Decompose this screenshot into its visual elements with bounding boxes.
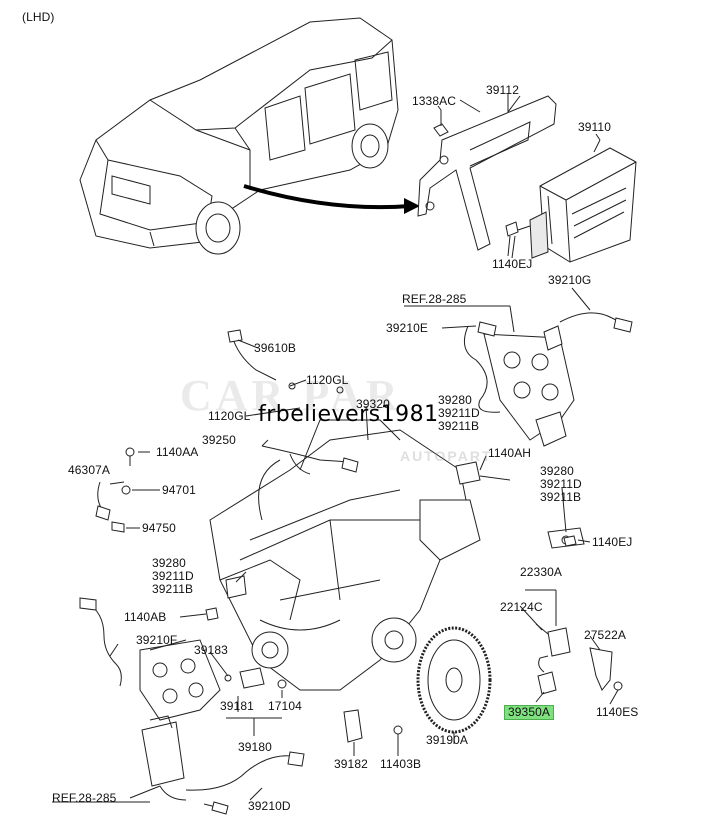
vehicle-illustration [79,17,399,255]
engine-assembly [209,419,481,691]
part-label-46307A[interactable]: 46307A [68,463,110,477]
part-label-27522A[interactable]: 27522A [584,628,626,642]
exhaust-manifold-right [483,333,575,447]
part-label-39211D-c[interactable]: 39211D [152,569,194,583]
part-label-39211B-b[interactable]: 39211B [540,490,582,504]
part-label-39610B[interactable]: 39610B [254,341,296,355]
part-label-39210G[interactable]: 39210G [548,273,592,287]
username-overlay: frbelievers1981 [258,402,439,427]
part-label-39280-a[interactable]: 39280 [438,393,472,407]
part-label-39210E[interactable]: 39210E [386,321,428,335]
sensor-harness-left [95,329,359,533]
part-label-39320[interactable]: 39320 [356,397,390,411]
part-label-39211B-a[interactable]: 39211B [438,419,480,433]
part-label-39182[interactable]: 39182 [334,757,368,771]
knock-sensor-group [205,461,585,743]
variant-label: (LHD) [22,10,55,24]
part-label-39211B-c[interactable]: 39211B [152,582,194,596]
exhaust-manifold-left [139,639,221,801]
part-label-39183[interactable]: 39183 [194,643,228,657]
ecu-module [505,139,637,263]
part-label-1140AA[interactable]: 1140AA [156,445,199,459]
o2-sensor-wire-e [463,325,501,413]
part-label-1120GL-b[interactable]: 1120GL [208,409,251,423]
flex-plate [416,626,492,734]
part-label-39210F[interactable]: 39210F [136,633,178,647]
ref-label-bottom[interactable]: REF.28-285 [52,791,117,805]
part-label-39112[interactable]: 39112 [486,83,519,97]
location-arrow [243,184,411,210]
part-label-94750[interactable]: 94750 [142,521,176,535]
part-label-39280-c[interactable]: 39280 [152,556,186,570]
part-label-39181[interactable]: 39181 [220,699,254,713]
part-label-39350A-highlighted[interactable]: 39350A [504,705,554,720]
part-label-39211D-a[interactable]: 39211D [438,406,480,420]
watermark: CAR PAR [180,371,402,420]
leader-lines [52,94,619,803]
part-label-39280-b[interactable]: 39280 [540,464,574,478]
part-label-1140ES[interactable]: 1140ES [596,705,639,719]
part-label-39110[interactable]: 39110 [578,120,611,134]
part-label-1140EJ-mid[interactable]: 1140EJ [592,535,633,549]
part-label-39210D[interactable]: 39210D [248,799,291,813]
part-label-11403B[interactable]: 11403B [380,757,422,771]
crank-sensor-group [525,589,623,695]
part-label-94701[interactable]: 94701 [162,483,196,497]
o2-sensor-wire-f [85,601,122,687]
ecu-bracket [417,95,557,251]
part-label-1120GL-a[interactable]: 1120GL [306,373,349,387]
ref-label-top[interactable]: REF.28-285 [402,292,467,306]
part-label-39180[interactable]: 39180 [238,740,272,754]
part-label-22124C[interactable]: 22124C [500,600,543,614]
part-label-17104[interactable]: 17104 [268,699,302,713]
watermark-subtext: AUTOPART [400,448,493,464]
arrow-head [404,198,420,214]
part-label-1140AH[interactable]: 1140AH [488,446,532,460]
part-label-39190A[interactable]: 39190A [426,733,468,747]
part-label-1140AB[interactable]: 1140AB [124,610,167,624]
part-label-1140EJ-top[interactable]: 1140EJ [492,257,533,271]
part-label-22330A[interactable]: 22330A [520,565,562,579]
part-label-1338AC[interactable]: 1338AC [412,94,456,108]
part-label-39250[interactable]: 39250 [202,433,236,447]
part-label-39211D-b[interactable]: 39211D [540,477,582,491]
